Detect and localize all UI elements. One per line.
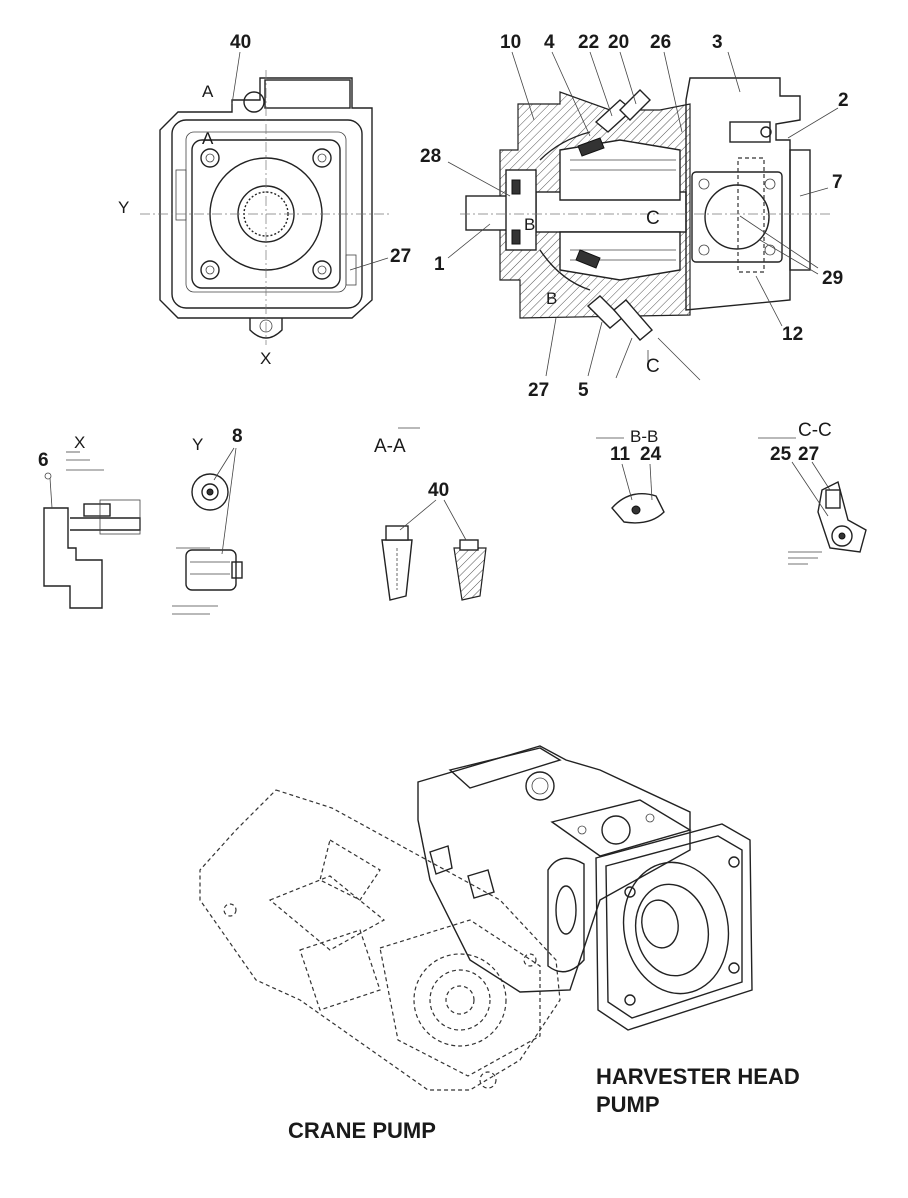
callout-27-front: 27 [390, 246, 411, 267]
callout-6: 6 [38, 450, 49, 471]
detail-aa [381, 427, 487, 601]
view-label-b-lower: B [546, 289, 557, 308]
callout-7: 7 [832, 172, 843, 193]
callout-26: 26 [650, 32, 671, 53]
callout-25: 25 [770, 444, 792, 465]
detail-y-label: Y [192, 435, 203, 454]
callout-29: 29 [822, 268, 843, 289]
view-label-x: X [260, 349, 271, 368]
view-label-y: Y [118, 198, 129, 217]
caption-harvester-line1: HARVESTER HEAD [596, 1064, 800, 1089]
side-section-view [447, 51, 839, 381]
callout-4: 4 [544, 32, 555, 53]
caption-harvester-line2: PUMP [596, 1092, 660, 1117]
view-label-a-top: A [202, 82, 214, 101]
callout-27-side: 27 [528, 380, 549, 401]
detail-x [43, 451, 141, 609]
view-label-a-mid: A [202, 129, 214, 148]
callout-22: 22 [578, 32, 599, 53]
crane-pump-dashed [199, 789, 561, 1091]
callout-3: 3 [712, 32, 723, 53]
callout-20: 20 [608, 32, 629, 53]
detail-x-label: X [74, 433, 85, 452]
callout-28: 28 [420, 146, 441, 167]
callout-40-top: 40 [230, 32, 251, 53]
detail-cc [758, 437, 867, 565]
caption-crane-pump: CRANE PUMP [288, 1118, 436, 1143]
view-label-c-lower: C [646, 356, 660, 377]
view-label-b-upper: B [524, 215, 535, 234]
callout-12: 12 [782, 324, 803, 345]
section-aa-label: A-A [374, 436, 406, 457]
detail-y [172, 447, 243, 615]
callout-11: 11 [610, 444, 631, 465]
callout-24: 24 [640, 444, 662, 465]
view-label-c-center: C [646, 208, 660, 229]
callout-40-detail: 40 [428, 480, 449, 501]
callout-27-cc: 27 [798, 444, 819, 465]
harvester-head-pump [417, 745, 753, 1031]
section-bb-label: B-B [630, 427, 658, 446]
callout-2: 2 [838, 90, 849, 111]
callout-1: 1 [434, 254, 445, 275]
front-view [140, 51, 390, 345]
detail-bb [596, 437, 665, 524]
callout-10: 10 [500, 32, 521, 53]
callout-8: 8 [232, 426, 243, 447]
callout-5: 5 [578, 380, 589, 401]
section-cc-label: C-C [798, 420, 832, 441]
